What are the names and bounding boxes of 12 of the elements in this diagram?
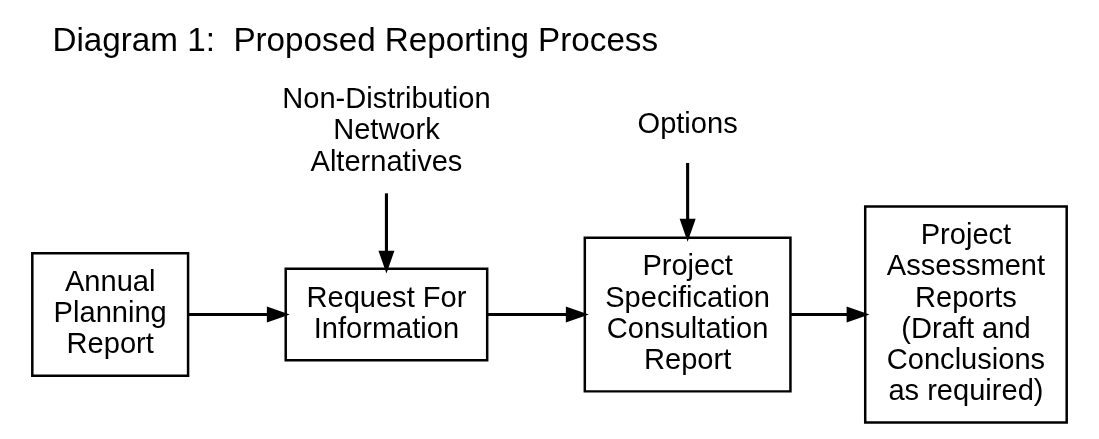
arrow [791,306,870,323]
arrow [487,306,589,323]
arrow [679,162,696,242]
node-box: Request For Information [284,267,489,362]
node-box: Project Assessment Reports (Draft and Conclusions as required) [863,205,1068,424]
node-box: Annual Planning Report [31,252,190,378]
diagram-title: Diagram 1: Proposed Reporting Process [52,21,659,59]
node-box: Project Specification Consultation Report [583,236,792,393]
node-text: Non-Distribution Network Alternatives [282,82,491,177]
arrow [378,193,395,274]
arrow [188,306,290,323]
node-text: Options [637,107,738,140]
